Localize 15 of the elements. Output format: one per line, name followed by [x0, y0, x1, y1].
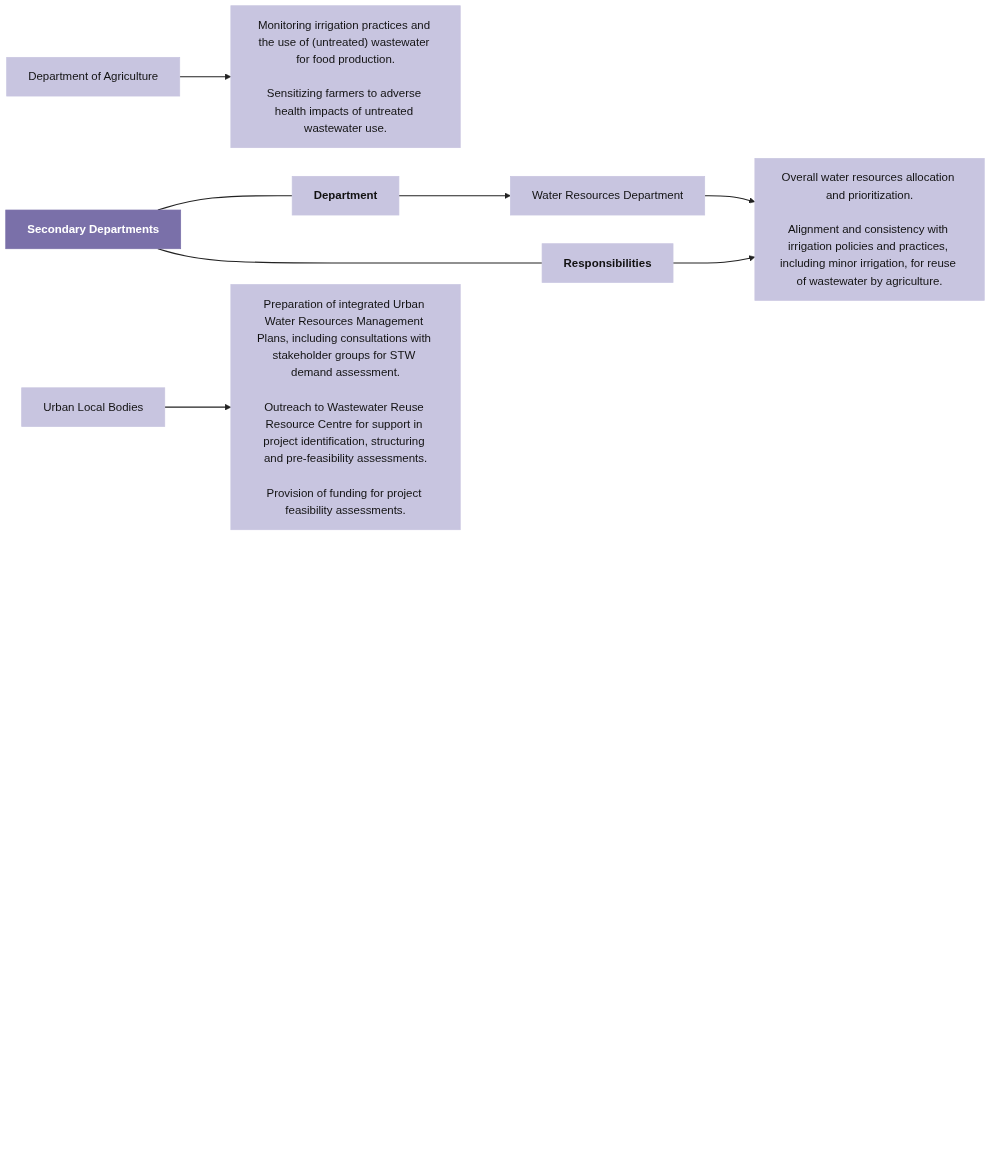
- node-box: Department of Agriculture: [6, 57, 181, 97]
- connector: [157, 248, 543, 264]
- arrow: [672, 255, 756, 264]
- node-box: Responsibilities: [541, 243, 674, 283]
- node-box: Preparation of integrated Urban Water Resources Management Plans, including consultations with stakeholder groups for STW demand assessment. Outreach to Wastewater Reuse Resource Centre for support in project identification, structuring and pre-feasibility assessments. Provision of funding for project feasibility assessments.: [230, 284, 461, 531]
- arrow: [179, 73, 232, 80]
- arrow: [164, 404, 232, 411]
- node-box: Water Resources Department: [510, 176, 706, 216]
- node-box: Department: [291, 176, 400, 216]
- arrow: [398, 192, 511, 199]
- node-box: Urban Local Bodies: [21, 387, 166, 427]
- node-box: Secondary Departments: [5, 209, 182, 250]
- arrow: [704, 195, 756, 204]
- node-box: Monitoring irrigation practices and the use of (untreated) wastewater for food production. Sensitizing farmers to adverse health impacts of untreated wastewater use.: [230, 5, 461, 148]
- node-box: Overall water resources allocation and prioritization. Alignment and consistency with irrigation policies and practices, including minor irrigation, for reuse of wastewater by agriculture.: [754, 158, 985, 301]
